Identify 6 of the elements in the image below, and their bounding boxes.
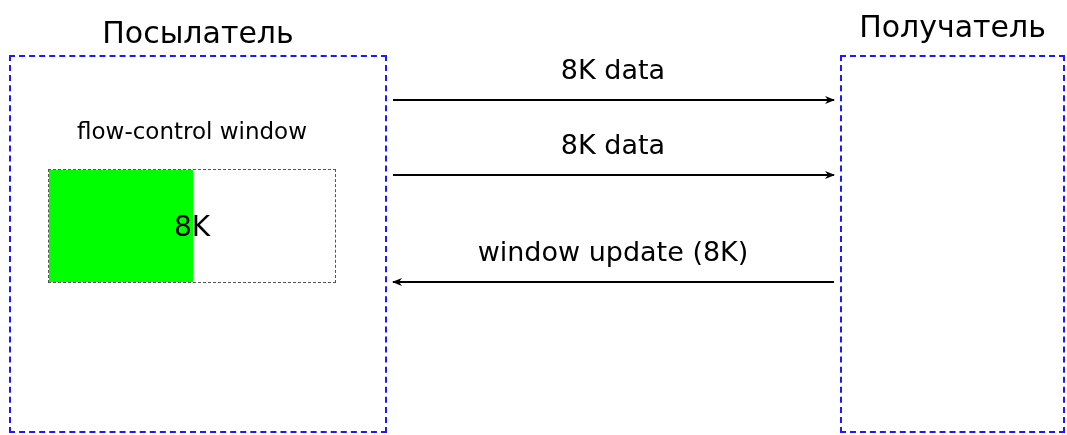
arrow [392,171,835,179]
box-heading: flow-control window [77,118,307,144]
box-heading: Получатель [859,9,1046,44]
box-heading: Посылатель [102,15,294,50]
arrow [392,96,835,104]
arrow [392,278,835,286]
